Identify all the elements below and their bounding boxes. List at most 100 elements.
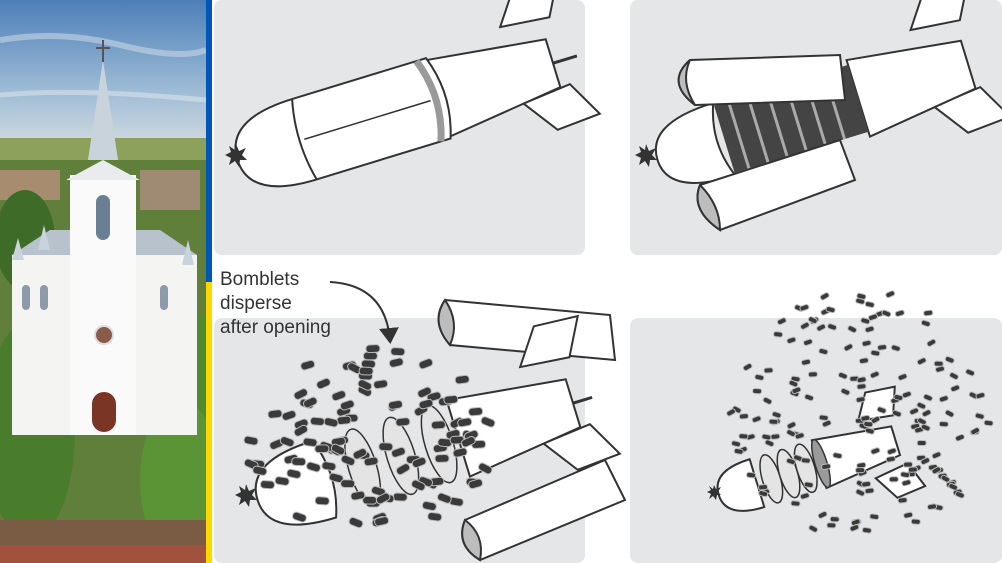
bomblet (742, 363, 752, 372)
bomblet (800, 321, 810, 330)
bomblet (923, 310, 932, 316)
bomblet (804, 482, 814, 488)
bomblet (293, 387, 309, 400)
bomblet (857, 376, 867, 383)
bomblet (865, 301, 875, 308)
bomblet (388, 400, 403, 410)
bomblet (808, 524, 818, 533)
bomblet (870, 514, 880, 520)
bomblet (786, 337, 796, 345)
bomb-opening (633, 0, 1002, 230)
bomblet (917, 441, 926, 446)
bomblet (870, 371, 880, 379)
bomblet (389, 357, 404, 368)
bomblet (444, 395, 459, 404)
bomblet (323, 417, 338, 428)
curved-arrow (330, 282, 390, 340)
bomblet (321, 461, 336, 471)
bomblet (268, 409, 283, 418)
bomblet (926, 338, 936, 347)
bomblet (939, 421, 948, 426)
bomblet (817, 511, 827, 519)
bomblet (739, 413, 748, 419)
bomblet (773, 331, 782, 337)
bomblet (931, 451, 941, 459)
bomblet (897, 373, 907, 381)
bomblet (422, 501, 437, 511)
bomblet (363, 352, 377, 360)
bomblet (833, 452, 843, 459)
bomblet (331, 390, 347, 402)
bomblet (275, 476, 290, 486)
bomblet (898, 497, 907, 503)
bomblet (316, 377, 332, 390)
bomblet (840, 388, 850, 396)
bomblet (393, 493, 407, 501)
bomblet (310, 417, 325, 426)
bomblet (391, 347, 405, 355)
bomblet (801, 458, 810, 464)
bomblet (819, 415, 828, 421)
bomblet (889, 477, 898, 482)
bomblet (731, 440, 741, 447)
bomblet (739, 433, 748, 439)
bomblet (243, 436, 258, 446)
bomblet (917, 357, 927, 365)
bomblet (984, 420, 994, 426)
bomblet (315, 445, 329, 453)
bomblet (734, 448, 744, 454)
bomblet (838, 372, 848, 380)
bomblet (366, 344, 380, 352)
bomblet (860, 415, 870, 422)
bomblet (435, 454, 449, 462)
bomblet (921, 409, 931, 418)
bomblet (827, 323, 837, 331)
bomblet (903, 462, 912, 467)
bomblet (830, 516, 839, 521)
bomblet (909, 407, 919, 415)
bomblet (891, 344, 901, 351)
bomblet (820, 292, 830, 301)
bomblet (827, 523, 836, 528)
bomblet (821, 463, 831, 469)
bomblet (950, 384, 960, 392)
bomblet (975, 413, 985, 420)
bomblet (777, 317, 787, 325)
bomblet (921, 320, 931, 328)
bomblet (292, 458, 306, 466)
bomblet (348, 516, 364, 528)
bomblet (877, 344, 887, 350)
bomblet (868, 313, 878, 321)
bomblet (865, 326, 875, 333)
bomblet (468, 407, 483, 416)
bomblet (418, 358, 434, 370)
bomblet (281, 410, 297, 422)
bomblet (955, 491, 965, 499)
bomblet (808, 372, 817, 377)
bomblet (786, 421, 796, 430)
bomblet (337, 416, 352, 425)
bomblet (772, 411, 782, 419)
bomb-empty (703, 290, 994, 547)
bomblet (726, 408, 736, 417)
explosion-icon (235, 484, 257, 507)
bomblet (911, 519, 920, 525)
bomblet (800, 492, 810, 499)
bomblet (908, 467, 917, 473)
bomblet (754, 374, 764, 381)
explosion-icon (635, 144, 657, 167)
bomblet (786, 429, 796, 438)
bomblet (903, 512, 913, 519)
bomblet (944, 409, 954, 418)
bomblet (822, 420, 832, 428)
bomblet (864, 421, 873, 427)
bomblet (955, 434, 965, 442)
bomblet (865, 488, 875, 494)
bomblet (302, 396, 318, 409)
bomblet (881, 309, 891, 317)
bomblet (431, 421, 446, 430)
bomb-intact (213, 0, 601, 222)
bomblet (758, 484, 767, 490)
bomblet (771, 434, 781, 440)
bomblet (746, 472, 755, 478)
